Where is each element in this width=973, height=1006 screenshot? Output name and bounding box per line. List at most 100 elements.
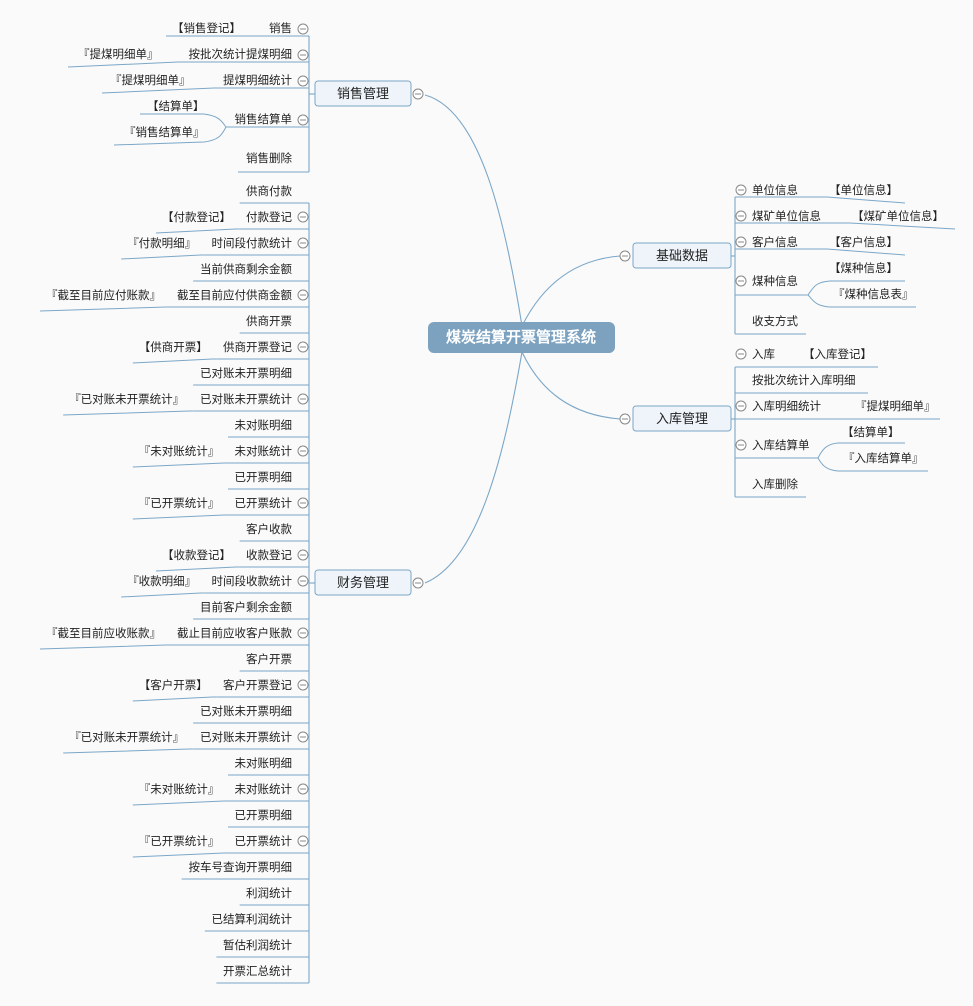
collapse-icon[interactable] (297, 835, 309, 847)
stock-item[interactable]: 按批次统计入库明细 (735, 373, 868, 394)
sales-item[interactable]: 销售结算单 【结算单】 『销售结算单』 (113, 99, 309, 146)
collapse-icon[interactable] (735, 210, 747, 222)
collapse-finance-icon[interactable] (412, 577, 424, 589)
finance-item[interactable]: 供商付款 (239, 184, 309, 204)
collapse-icon[interactable] (297, 783, 309, 795)
collapse-icon[interactable] (297, 49, 309, 61)
finance-item[interactable]: 按车号查询开票明细 (181, 860, 309, 880)
finance-item[interactable]: 未对账统计『未对账统计』 (132, 444, 309, 468)
collapse-icon[interactable] (297, 289, 309, 301)
collapse-icon[interactable] (735, 400, 747, 412)
svg-text:单位信息: 单位信息 (752, 183, 798, 197)
finance-item[interactable]: 付款登记 【付款登记】 (155, 210, 309, 234)
node-basic[interactable]: 基础数据 (619, 242, 732, 269)
finance-item[interactable]: 供商开票 (239, 314, 309, 334)
finance-item[interactable]: 未对账明细 (228, 418, 309, 438)
collapse-icon[interactable] (297, 211, 309, 223)
collapse-icon[interactable] (735, 184, 747, 196)
finance-item-label: 未对账明细 (235, 418, 293, 432)
basic-item[interactable]: 煤矿单位信息 【煤矿单位信息】 (735, 209, 956, 230)
collapse-icon[interactable] (297, 445, 309, 457)
sales-item[interactable]: 销售 【销售登记】 (166, 21, 309, 37)
finance-item-label: 付款登记 (246, 210, 292, 224)
finance-item[interactable]: 截至目前应付供商金额『截至目前应付账款』 (39, 288, 309, 312)
basic-item[interactable]: 收支方式 (735, 314, 806, 335)
finance-item[interactable]: 时间段收款统计『收款明细』 (121, 574, 309, 598)
finance-item[interactable]: 客户开票 (239, 652, 309, 672)
tag: 『未对账统计』 (139, 444, 220, 458)
collapse-icon[interactable] (297, 679, 309, 691)
finance-item[interactable]: 供商开票登记【供商开票】 (132, 340, 309, 364)
finance-item[interactable]: 暂估利润统计 (216, 938, 309, 958)
finance-item[interactable]: 未对账统计『未对账统计』 (132, 782, 309, 806)
collapse-icon[interactable] (297, 393, 309, 405)
collapse-icon[interactable] (297, 497, 309, 509)
sales-item[interactable]: 提煤明细统计 『提煤明细单』 (101, 73, 309, 94)
collapse-icon[interactable] (735, 439, 747, 451)
finance-item[interactable]: 截止目前应收客户账款『截至目前应收账款』 (39, 626, 309, 650)
collapse-icon[interactable] (297, 237, 309, 249)
collapse-icon[interactable] (297, 627, 309, 639)
finance-item-label: 已对账未开票统计 (200, 730, 292, 744)
finance-item[interactable]: 利润统计 (239, 886, 309, 906)
finance-item[interactable]: 已对账未开票统计『已对账未开票统计』 (63, 730, 309, 754)
finance-item-label: 已开票统计 (235, 834, 293, 848)
sales-item[interactable]: 按批次统计提煤明细 『提煤明细单』 (67, 47, 309, 68)
node-sales[interactable]: 销售管理 (314, 80, 424, 107)
collapse-icon[interactable] (297, 731, 309, 743)
stock-item[interactable]: 入库删除 (735, 477, 806, 498)
collapse-sales-icon[interactable] (412, 88, 424, 100)
finance-item[interactable]: 已对账未开票明细 (193, 366, 309, 386)
finance-item[interactable]: 已结算利润统计 (204, 912, 309, 932)
collapse-icon[interactable] (297, 341, 309, 353)
collapse-icon[interactable] (297, 575, 309, 587)
finance-item[interactable]: 目前客户剩余金额 (193, 600, 309, 620)
collapse-icon[interactable] (735, 348, 747, 360)
finance-item-label: 收款登记 (246, 548, 292, 562)
finance-item[interactable]: 未对账明细 (228, 756, 309, 776)
basic-item[interactable]: 煤种信息 【煤种信息】 『煤种信息表』 (735, 261, 916, 308)
stock-item[interactable]: 入库结算单 【结算单】 『入库结算单』 (735, 425, 928, 472)
finance-item[interactable]: 客户收款 (239, 522, 309, 542)
svg-text:收支方式: 收支方式 (752, 314, 798, 328)
tag: 【结算单】 (147, 99, 205, 113)
finance-item[interactable]: 时间段付款统计『付款明细』 (121, 236, 309, 260)
tag: 『销售结算单』 (124, 125, 205, 139)
finance-item[interactable]: 当前供商剩余金额 (193, 262, 309, 282)
sales-item[interactable]: 销售删除 (238, 151, 309, 173)
finance-item[interactable]: 已对账未开票明细 (193, 704, 309, 724)
collapse-icon[interactable] (297, 75, 309, 87)
finance-item[interactable]: 已开票明细 (228, 808, 309, 828)
finance-item[interactable]: 开票汇总统计 (216, 964, 309, 984)
collapse-basic-icon[interactable] (619, 250, 631, 262)
finance-item-label: 供商开票 (246, 314, 292, 328)
basic-item[interactable]: 客户信息 【客户信息】 (735, 235, 906, 256)
finance-item[interactable]: 收款登记 【收款登记】 (155, 548, 309, 572)
collapse-icon[interactable] (735, 236, 747, 248)
node-stock[interactable]: 入库管理 (619, 405, 732, 432)
finance-item[interactable]: 客户开票登记【客户开票】 (132, 678, 309, 702)
svg-text:销售结算单: 销售结算单 (235, 112, 293, 126)
collapse-icon[interactable] (297, 114, 309, 126)
finance-item[interactable]: 已对账未开票统计 『已对账未开票统计』 (63, 392, 309, 416)
root-node[interactable]: 煤炭结算开票管理系统 (428, 322, 615, 353)
tag: 【付款登记】 (162, 210, 231, 224)
svg-text:销售: 销售 (269, 21, 292, 35)
collapse-stock-icon[interactable] (619, 413, 631, 425)
finance-item[interactable]: 已开票统计『已开票统计』 (132, 834, 309, 858)
finance-item[interactable]: 已开票统计『已开票统计』 (132, 496, 309, 520)
stock-item[interactable]: 入库 【入库登记】 (735, 347, 878, 368)
node-finance[interactable]: 财务管理 (314, 569, 424, 596)
stock-item[interactable]: 入库明细统计 『提煤明细单』 (735, 399, 940, 420)
finance-item-label: 已对账未开票统计 (200, 392, 292, 406)
tag: 『提煤明细单』 (855, 399, 936, 413)
svg-text:客户信息: 客户信息 (752, 235, 798, 249)
collapse-icon[interactable] (297, 23, 309, 35)
tag: 【收款登记】 (162, 548, 231, 562)
collapse-icon[interactable] (735, 275, 747, 287)
collapse-icon[interactable] (297, 549, 309, 561)
tag: 『已对账未开票统计』 (69, 392, 184, 406)
tag: 【入库登记】 (803, 347, 872, 361)
basic-item[interactable]: 单位信息 【单位信息】 (735, 183, 906, 204)
finance-item[interactable]: 已开票明细 (228, 470, 309, 490)
